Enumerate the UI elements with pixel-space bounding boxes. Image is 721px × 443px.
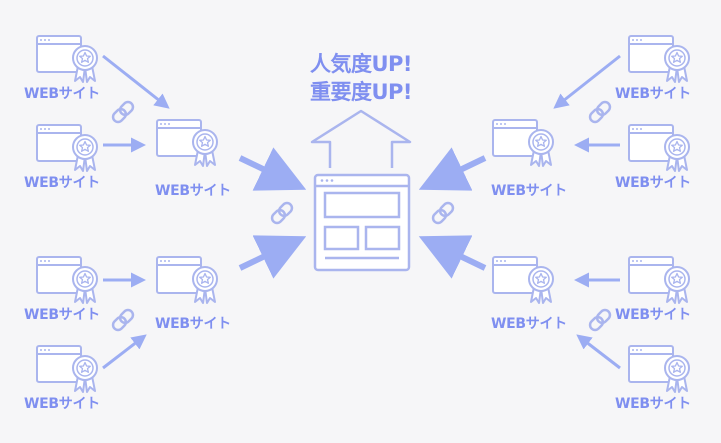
- site-label: WEBサイト: [155, 183, 231, 199]
- website-icon-left-1: [36, 35, 98, 83]
- website-icon-left-mid-2: [156, 256, 218, 304]
- website-icon-left-3: [36, 256, 98, 304]
- chain-link-icon: [429, 199, 457, 227]
- site-label: WEBサイト: [615, 396, 691, 412]
- website-icon-right-mid-2: [492, 256, 554, 304]
- site-label: WEBサイト: [615, 175, 691, 191]
- site-label: WEBサイト: [24, 307, 100, 323]
- site-label: WEBサイト: [155, 316, 231, 332]
- browser-window-icon: [313, 173, 411, 272]
- link-arrows-outer: [102, 54, 621, 370]
- site-label: WEBサイト: [24, 396, 100, 412]
- website-icon-right-4: [628, 345, 690, 393]
- website-icon-right-2: [628, 124, 690, 172]
- chain-link-icon: [268, 199, 296, 227]
- chain-link-icon: [109, 98, 137, 126]
- site-label: WEBサイト: [615, 86, 691, 102]
- central-website: [310, 109, 412, 272]
- chain-link-icon: [109, 306, 137, 334]
- site-label: WEBサイト: [24, 86, 100, 102]
- site-label: WEBサイト: [615, 307, 691, 323]
- chain-link-icon: [586, 98, 614, 126]
- headline-importance: 重要度UP!: [309, 80, 413, 104]
- headline: 人気度UP! 重要度UP!: [292, 50, 430, 106]
- website-icon-right-3: [628, 256, 690, 304]
- upload-arrow-icon: [310, 109, 412, 168]
- site-label: WEBサイト: [24, 175, 100, 191]
- chain-link-icon: [586, 306, 614, 334]
- website-icon-right-mid-1: [492, 119, 554, 167]
- headline-popularity: 人気度UP!: [309, 52, 413, 76]
- website-icon-left-2: [36, 124, 98, 172]
- site-label: WEBサイト: [491, 316, 567, 332]
- link-arrows-inner: [238, 147, 487, 279]
- site-label: WEBサイト: [491, 183, 567, 199]
- website-icon-right-1: [628, 35, 690, 83]
- website-icon-left-mid-1: [156, 119, 218, 167]
- website-icon-left-4: [36, 345, 98, 393]
